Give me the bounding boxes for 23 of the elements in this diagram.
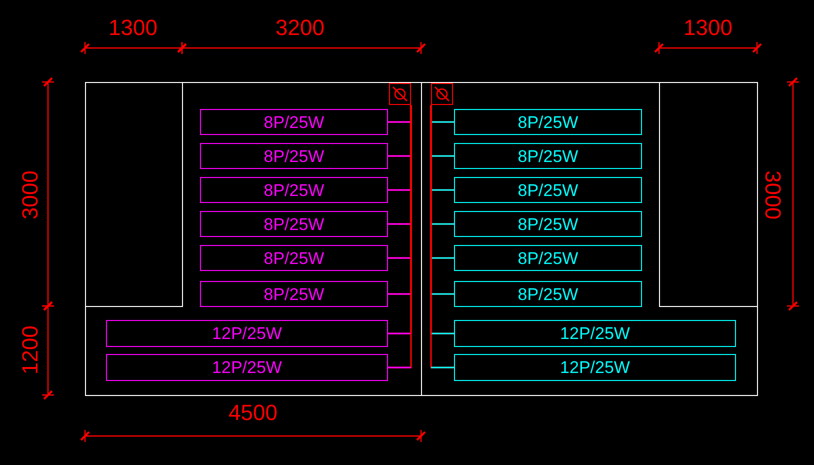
heating-panel: 12P/25W [106, 354, 388, 381]
heating-panel: 8P/25W [200, 281, 388, 307]
heating-panel: 12P/25W [454, 320, 736, 347]
dimension-label: 1300 [108, 17, 158, 39]
heating-panel: 8P/25W [454, 177, 642, 203]
dimension-label: 1300 [684, 17, 732, 39]
heating-panel: 8P/25W [454, 245, 642, 271]
heating-panel: 8P/25W [200, 177, 388, 203]
dimension-label: 3200 [276, 17, 324, 39]
dimension-label: 1200 [18, 326, 41, 374]
heating-panel: 12P/25W [454, 354, 736, 381]
heating-panel: 12P/25W [106, 320, 388, 347]
dimension-label: 4500 [228, 402, 278, 424]
heating-panel: 8P/25W [200, 109, 388, 135]
heating-panel: 8P/25W [200, 211, 388, 237]
heating-panel: 8P/25W [200, 143, 388, 169]
heating-panel: 8P/25W [454, 211, 642, 237]
dimension-label: 3000 [18, 170, 41, 220]
heating-panel: 8P/25W [454, 143, 642, 169]
heating-panel: 8P/25W [200, 245, 388, 271]
dimension-label: 3000 [760, 170, 783, 220]
heating-panel: 8P/25W [454, 109, 642, 135]
heating-panel: 8P/25W [454, 281, 642, 307]
